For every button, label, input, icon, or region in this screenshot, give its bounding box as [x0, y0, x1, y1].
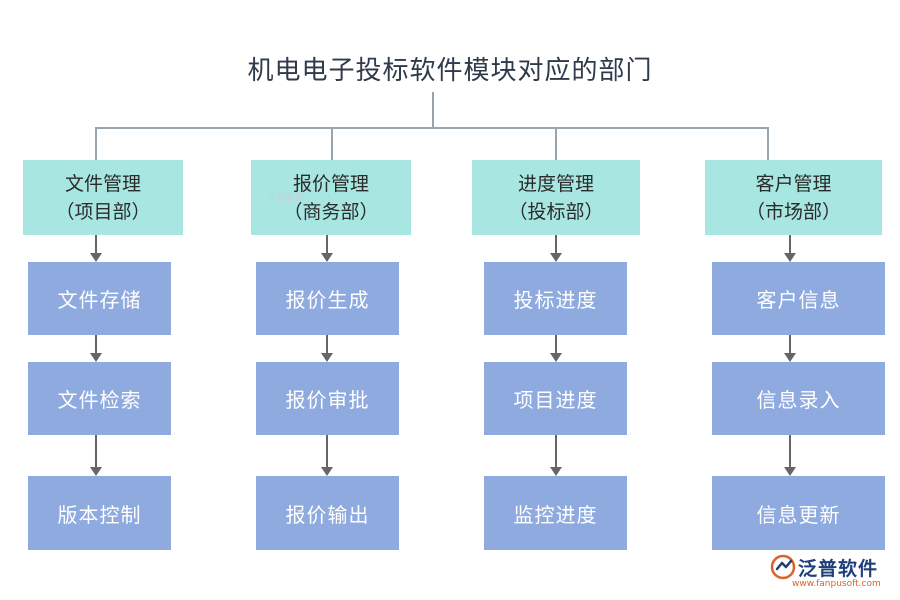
arrow-down [782, 335, 798, 362]
connector-drop-1 [95, 127, 97, 161]
arrow-down [319, 235, 335, 262]
connector-stem [432, 92, 434, 128]
logo-name: 泛普软件 [798, 558, 879, 580]
diagram-title: 机电电子投标软件模块对应的部门 [247, 56, 653, 86]
arrow-down [548, 435, 564, 476]
dept-box-2: 报价管理 （商务部） [251, 160, 411, 235]
watermark-text: 泛普软件 [268, 193, 305, 203]
connector-drop-4 [767, 127, 769, 161]
dept-name: 报价管理 [292, 172, 369, 195]
arrow-down [88, 235, 104, 262]
arrow-down [548, 235, 564, 262]
arrow-down [782, 435, 798, 476]
dept-sub: （市场部） [745, 200, 841, 223]
connector-drop-2 [331, 127, 333, 161]
module-box: 项目进度 [484, 362, 627, 435]
module-box: 信息更新 [712, 476, 885, 550]
dept-name: 文件管理 [64, 172, 141, 195]
dept-box-3: 进度管理 （投标部） [472, 160, 640, 235]
logo-mark-icon [770, 554, 796, 580]
module-box: 信息录入 [712, 362, 885, 435]
module-box: 客户信息 [712, 262, 885, 335]
module-box: 文件存储 [28, 262, 171, 335]
connector-bar [95, 127, 769, 129]
dept-sub: （项目部） [55, 200, 151, 223]
module-box: 文件检索 [28, 362, 171, 435]
module-box: 报价生成 [256, 262, 399, 335]
dept-name: 客户管理 [755, 172, 832, 195]
dept-sub: （商务部） [283, 200, 379, 223]
module-box: 监控进度 [484, 476, 627, 550]
arrow-down [548, 335, 564, 362]
arrow-down [782, 235, 798, 262]
dept-box-1: 文件管理 （项目部） [23, 160, 183, 235]
dept-sub: （投标部） [508, 200, 604, 223]
logo-url: www.fanpusoft.com [792, 579, 881, 589]
arrow-down [88, 435, 104, 476]
arrow-down [319, 335, 335, 362]
module-box: 版本控制 [28, 476, 171, 550]
brand-logo: 泛普软件 www.fanpusoft.com [770, 552, 895, 596]
dept-name: 进度管理 [517, 172, 594, 195]
module-box: 投标进度 [484, 262, 627, 335]
dept-box-4: 客户管理 （市场部） [705, 160, 882, 235]
arrow-down [88, 335, 104, 362]
arrow-down [319, 435, 335, 476]
module-box: 报价审批 [256, 362, 399, 435]
connector-drop-3 [555, 127, 557, 161]
module-box: 报价输出 [256, 476, 399, 550]
